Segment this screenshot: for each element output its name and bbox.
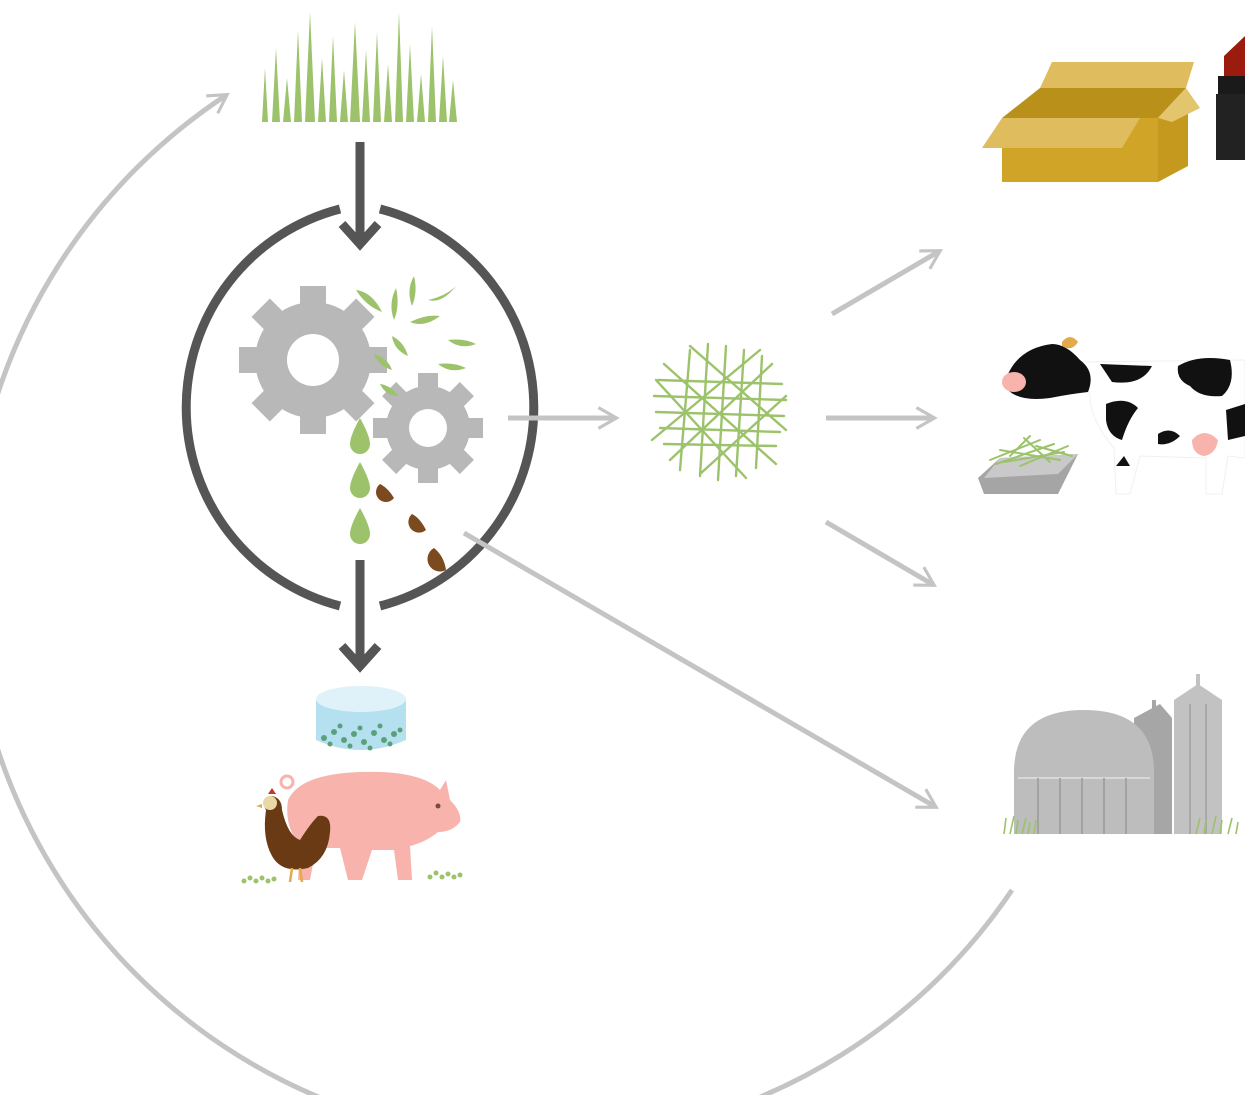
cow-icon: [1002, 337, 1245, 495]
green-drops-icon: [350, 418, 370, 544]
process-circle: [181, 204, 539, 611]
other-arrow: [824, 519, 937, 587]
chicken-icon: [256, 788, 331, 883]
biogas-arrow: [462, 530, 939, 809]
fibre-mesh-icon: [650, 342, 788, 482]
biogas-plant-icon: [1003, 674, 1239, 835]
feed-pellets-icon: [241, 870, 463, 884]
gears-icon: [239, 286, 483, 483]
pig-icon: [279, 771, 461, 880]
packaging-arrow: [830, 249, 943, 317]
hay-trough-icon: [978, 435, 1078, 494]
lipstick-icon: [1216, 36, 1245, 160]
protein-arrow: [338, 560, 382, 673]
cardboard-box-icon: [982, 62, 1200, 182]
protein-bowl-icon: [316, 686, 406, 751]
grass-icon: [262, 12, 457, 122]
input-arrow: [338, 142, 382, 251]
brown-drops-icon: [375, 484, 446, 572]
leaves-icon: [356, 276, 476, 396]
recycle-arc: [0, 92, 1015, 1095]
